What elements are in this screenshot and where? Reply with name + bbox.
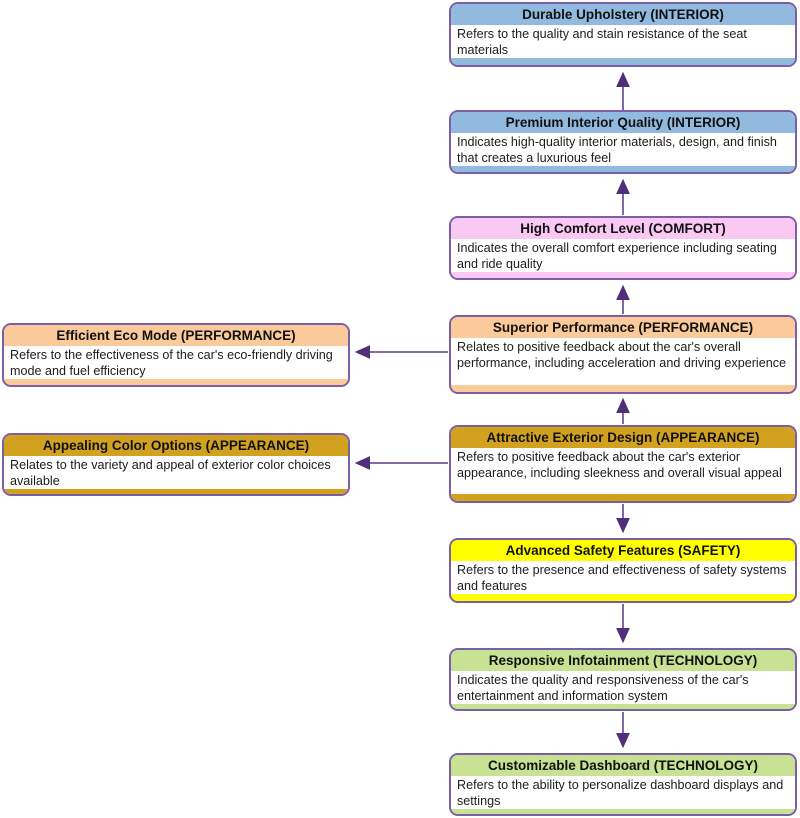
node-description: Refers to the presence and effectiveness…: [451, 561, 795, 594]
node-premium-interior-quality: Premium Interior Quality (INTERIOR) Indi…: [449, 110, 797, 174]
node-description: Indicates the quality and responsiveness…: [451, 671, 795, 704]
node-attractive-exterior-design: Attractive Exterior Design (APPEARANCE) …: [449, 425, 797, 503]
node-title: Superior Performance (PERFORMANCE): [451, 317, 795, 338]
node-title: Durable Upholstery (INTERIOR): [451, 4, 795, 25]
node-title: Premium Interior Quality (INTERIOR): [451, 112, 795, 133]
node-description: Refers to the ability to personalize das…: [451, 776, 795, 809]
node-durable-upholstery: Durable Upholstery (INTERIOR) Refers to …: [449, 2, 797, 67]
node-title: Appealing Color Options (APPEARANCE): [4, 435, 348, 456]
node-description: Refers to the effectiveness of the car's…: [4, 346, 348, 379]
node-efficient-eco-mode: Efficient Eco Mode (PERFORMANCE) Refers …: [2, 323, 350, 387]
node-description: Refers to the quality and stain resistan…: [451, 25, 795, 58]
node-advanced-safety-features: Advanced Safety Features (SAFETY) Refers…: [449, 538, 797, 603]
node-description: Refers to positive feedback about the ca…: [451, 448, 795, 494]
node-title: High Comfort Level (COMFORT): [451, 218, 795, 239]
node-title: Customizable Dashboard (TECHNOLOGY): [451, 755, 795, 776]
node-appealing-color-options: Appealing Color Options (APPEARANCE) Rel…: [2, 433, 350, 496]
node-description: Relates to the variety and appeal of ext…: [4, 456, 348, 489]
node-footer-strip: [4, 379, 348, 385]
node-description: Relates to positive feedback about the c…: [451, 338, 795, 385]
node-title: Attractive Exterior Design (APPEARANCE): [451, 427, 795, 448]
node-description: Indicates the overall comfort experience…: [451, 239, 795, 272]
node-superior-performance: Superior Performance (PERFORMANCE) Relat…: [449, 315, 797, 394]
node-footer-strip: [451, 272, 795, 278]
node-footer-strip: [451, 58, 795, 65]
node-responsive-infotainment: Responsive Infotainment (TECHNOLOGY) Ind…: [449, 648, 797, 711]
node-footer-strip: [451, 704, 795, 709]
node-footer-strip: [451, 494, 795, 501]
node-title: Responsive Infotainment (TECHNOLOGY): [451, 650, 795, 671]
node-title: Efficient Eco Mode (PERFORMANCE): [4, 325, 348, 346]
node-high-comfort-level: High Comfort Level (COMFORT) Indicates t…: [449, 216, 797, 280]
node-title: Advanced Safety Features (SAFETY): [451, 540, 795, 561]
node-description: Indicates high-quality interior material…: [451, 133, 795, 166]
node-customizable-dashboard: Customizable Dashboard (TECHNOLOGY) Refe…: [449, 753, 797, 816]
node-footer-strip: [4, 489, 348, 494]
node-footer-strip: [451, 385, 795, 392]
node-footer-strip: [451, 166, 795, 172]
node-footer-strip: [451, 809, 795, 814]
node-footer-strip: [451, 594, 795, 601]
